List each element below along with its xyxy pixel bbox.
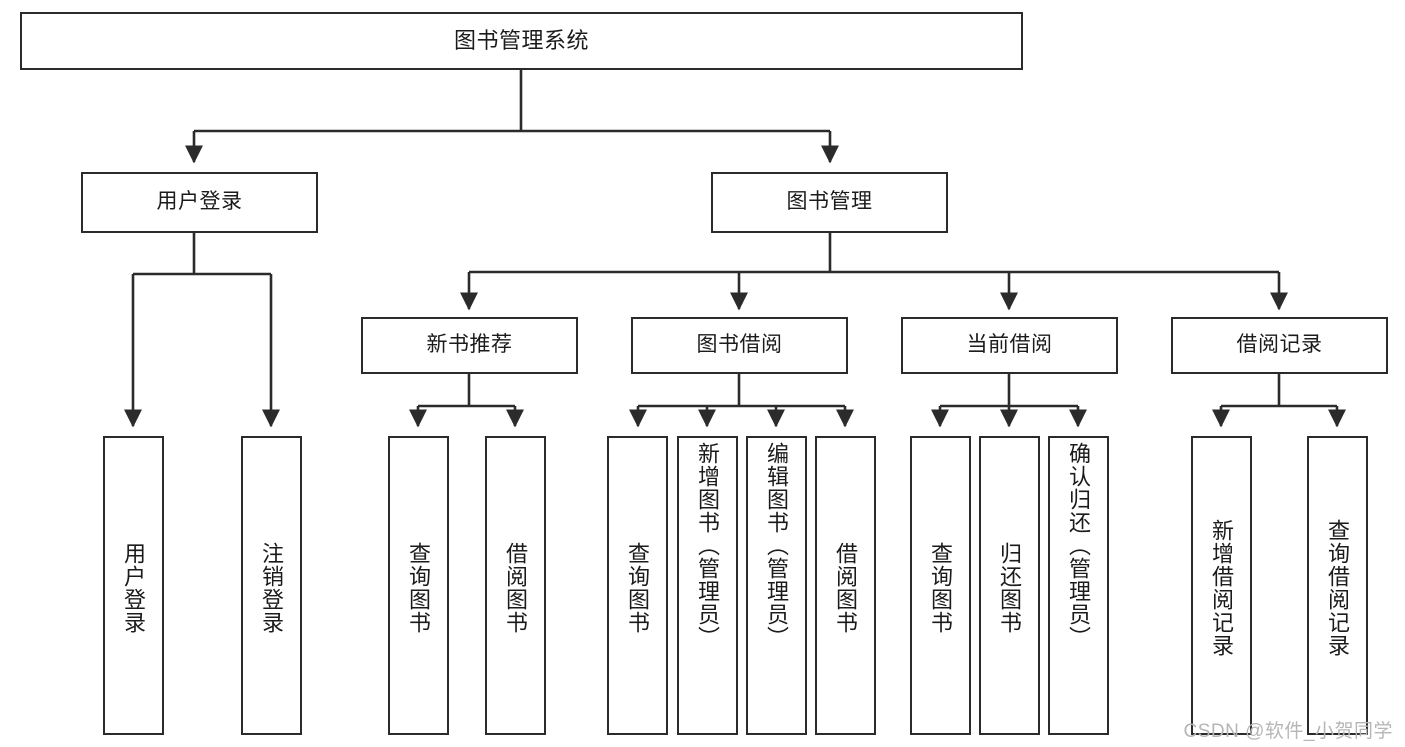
node-leaf-return-book-label: 归还图书 [997, 541, 1023, 634]
node-leaf-query-record-label: 查询借阅记录 [1325, 518, 1351, 657]
node-leaf-confirm-return-label: 确认归还（管理员） [1066, 442, 1092, 649]
node-leaf-return-book[interactable]: 归还图书 [979, 436, 1040, 735]
node-leaf-query-book-2[interactable]: 查询图书 [607, 436, 668, 735]
node-leaf-confirm-return[interactable]: 确认归还（管理员） [1048, 436, 1109, 735]
node-leaf-add-record-label: 新增借阅记录 [1209, 518, 1235, 657]
node-leaf-borrow-book-1[interactable]: 借阅图书 [485, 436, 546, 735]
node-leaf-logout[interactable]: 注销登录 [241, 436, 302, 735]
node-new-book-rec[interactable]: 新书推荐 [361, 317, 578, 374]
node-leaf-query-book-1-label: 查询图书 [406, 541, 432, 634]
node-leaf-edit-book-label: 编辑图书（管理员） [764, 442, 790, 649]
node-current-borrow-label: 当前借阅 [966, 333, 1053, 357]
node-user-login-label: 用户登录 [156, 190, 243, 214]
node-book-borrow-label: 图书借阅 [696, 333, 783, 357]
node-book-manage[interactable]: 图书管理 [711, 172, 948, 233]
node-leaf-logout-label: 注销登录 [259, 541, 285, 634]
node-new-book-rec-label: 新书推荐 [426, 333, 513, 357]
node-leaf-add-book-label: 新增图书（管理员） [695, 442, 721, 649]
node-leaf-query-book-1[interactable]: 查询图书 [388, 436, 449, 735]
node-leaf-query-book-3[interactable]: 查询图书 [910, 436, 971, 735]
node-leaf-query-book-2-label: 查询图书 [625, 541, 651, 634]
node-leaf-borrow-book-2[interactable]: 借阅图书 [815, 436, 876, 735]
node-leaf-add-book[interactable]: 新增图书（管理员） [677, 436, 738, 735]
node-borrow-record[interactable]: 借阅记录 [1171, 317, 1388, 374]
node-book-manage-label: 图书管理 [786, 190, 873, 214]
node-leaf-borrow-book-2-label: 借阅图书 [833, 541, 859, 634]
node-current-borrow[interactable]: 当前借阅 [901, 317, 1118, 374]
node-leaf-edit-book[interactable]: 编辑图书（管理员） [746, 436, 807, 735]
node-book-borrow[interactable]: 图书借阅 [631, 317, 848, 374]
node-borrow-record-label: 借阅记录 [1236, 333, 1323, 357]
node-leaf-query-record[interactable]: 查询借阅记录 [1307, 436, 1368, 735]
node-leaf-user-login-label: 用户登录 [121, 541, 147, 634]
node-leaf-query-book-3-label: 查询图书 [928, 541, 954, 634]
node-leaf-add-record[interactable]: 新增借阅记录 [1191, 436, 1252, 735]
node-root[interactable]: 图书管理系统 [20, 12, 1023, 70]
node-root-label: 图书管理系统 [453, 28, 589, 54]
node-leaf-user-login[interactable]: 用户登录 [103, 436, 164, 735]
node-leaf-borrow-book-1-label: 借阅图书 [503, 541, 529, 634]
node-user-login[interactable]: 用户登录 [81, 172, 318, 233]
